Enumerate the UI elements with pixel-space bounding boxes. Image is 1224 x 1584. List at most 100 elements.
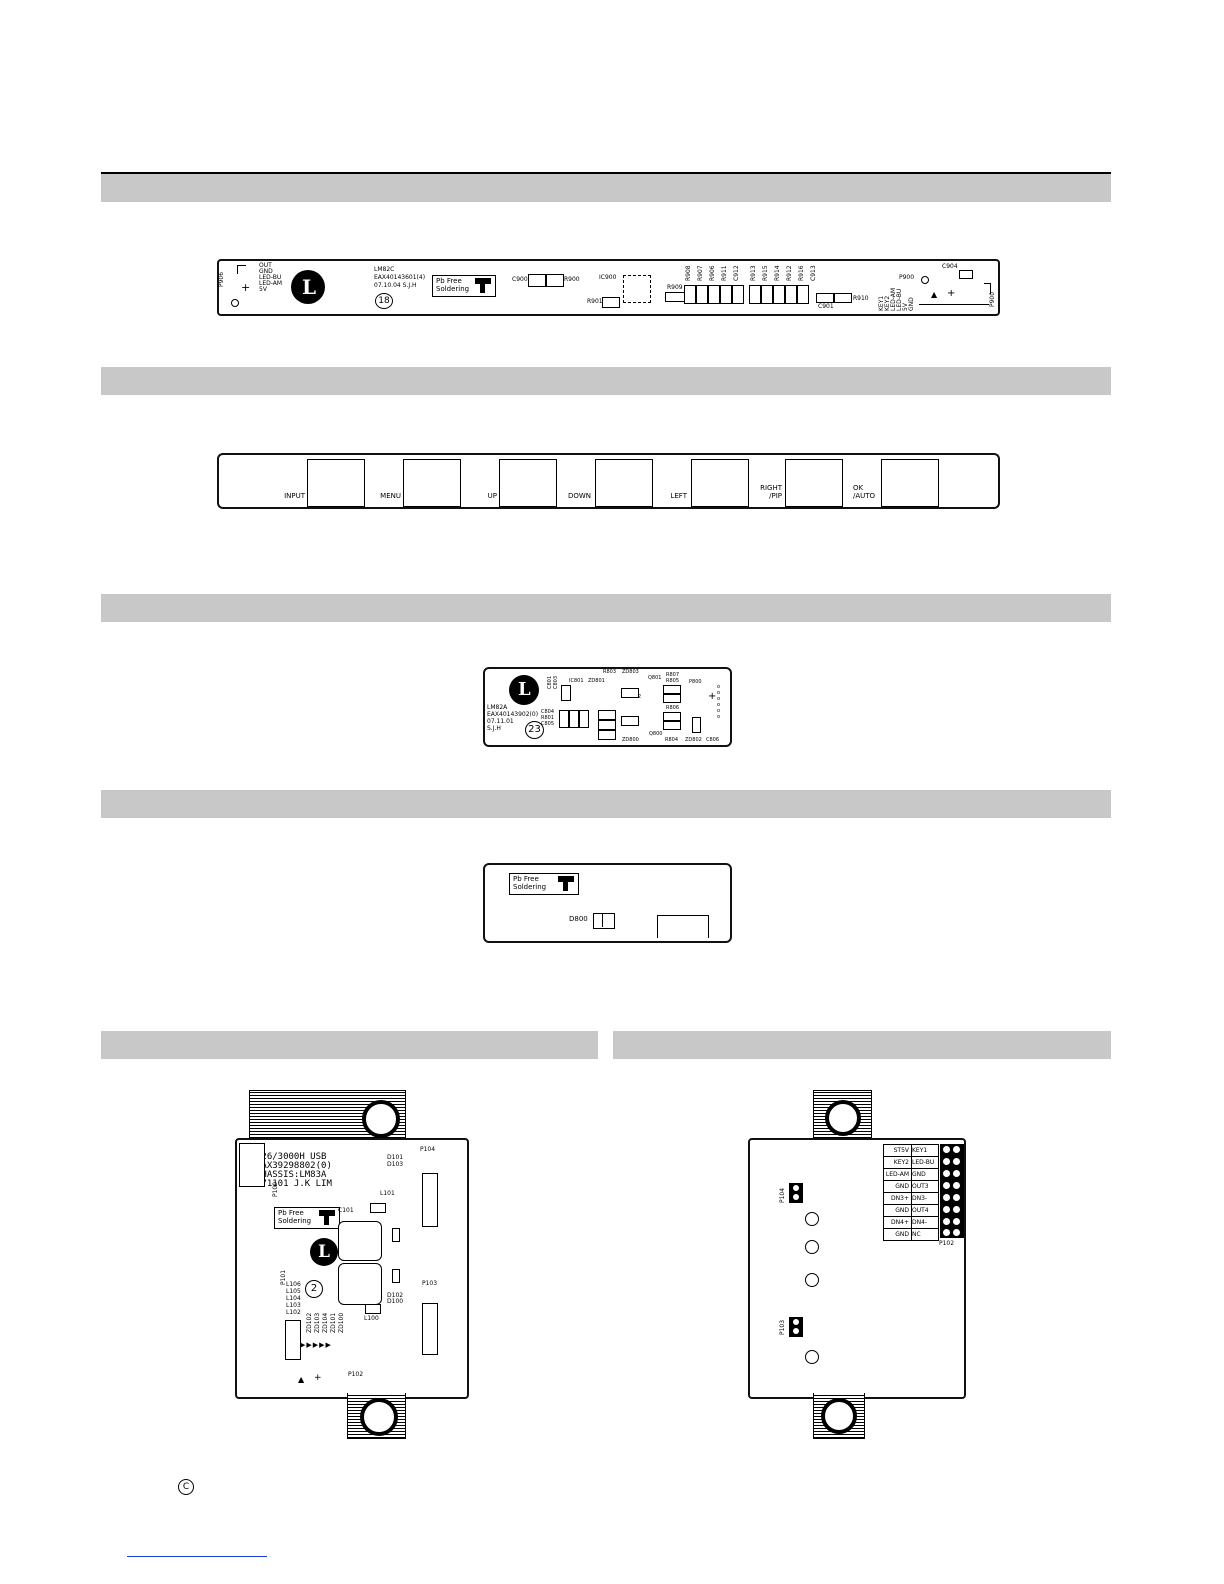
usb-port-2 [338, 1263, 382, 1305]
silk-line [919, 304, 989, 305]
key-label-down: DOWN [567, 492, 591, 500]
ref-c901: C901 [818, 303, 834, 310]
ref-r911: R911 [721, 265, 728, 281]
corner-mark [237, 265, 246, 274]
cap-c804 [559, 710, 569, 728]
cap-c102 [392, 1228, 400, 1242]
diode-row: ▶▶▶▶▶ [300, 1341, 332, 1349]
ref-zd102: ZD102 [306, 1312, 313, 1333]
pin-gnd: GND [911, 1169, 938, 1181]
ref-zd104: ZD104 [322, 1312, 329, 1333]
jumper-p104 [789, 1183, 803, 1203]
ref-l100: L100 [364, 1315, 379, 1322]
ref-r913: R913 [750, 265, 757, 281]
window-outline [657, 915, 709, 938]
key-label-left: LEFT [670, 492, 687, 500]
key-label-up: UP [487, 492, 497, 500]
res-r901 [602, 297, 620, 308]
ref-zd101: ZD101 [330, 1312, 337, 1333]
res-r914 [773, 285, 785, 304]
res-r907 [696, 285, 708, 304]
edge-label-left: P906 [218, 271, 225, 287]
plus-mark: + [314, 1373, 322, 1383]
usb-port-1 [338, 1221, 382, 1261]
pin-header-p102 [940, 1144, 964, 1238]
cap-c912 [732, 285, 744, 304]
res-r910 [834, 293, 852, 303]
ref-p900: P900 [899, 274, 915, 281]
ref-d100: D100 [387, 1298, 404, 1305]
up-button[interactable] [499, 459, 557, 507]
warning-icon: ▲ [298, 1375, 305, 1384]
res-r906 [708, 285, 720, 304]
ref-p104: P104 [420, 1146, 436, 1153]
ref-r807: R807 [666, 672, 680, 678]
cap-c803 [561, 685, 571, 701]
ref-p103: P103 [422, 1280, 438, 1287]
pin-out3: OUT3 [911, 1181, 938, 1193]
mount-hole [921, 276, 929, 284]
res-r913 [749, 285, 761, 304]
connector-p100 [239, 1143, 265, 1187]
lg-logo-icon: L [310, 1238, 338, 1266]
mount-hole-icon [825, 1100, 861, 1136]
via-hole [805, 1212, 819, 1226]
via-hole [805, 1273, 819, 1287]
ref-zd100: ZD100 [338, 1312, 345, 1333]
ref-d102: D102 [387, 1292, 404, 1299]
pin-led-bu: LED-BU [911, 1157, 938, 1169]
menu-button[interactable] [403, 459, 461, 507]
board-number: 23 [525, 721, 544, 739]
ref-l101: L101 [380, 1190, 395, 1197]
ref-q800: Q800 [649, 731, 663, 737]
mount-hole-icon [821, 1398, 857, 1434]
ok-auto-button[interactable] [881, 459, 939, 507]
pin-dn4-minus: DN4- [911, 1217, 938, 1229]
res-r909 [665, 292, 685, 302]
ref-r915: R915 [762, 265, 769, 281]
down-button[interactable] [595, 459, 653, 507]
key-label-menu: MENU [380, 492, 401, 500]
res-r911 [720, 285, 732, 304]
pin-gnd: GND [884, 1181, 911, 1193]
zener-zd801 [621, 688, 639, 698]
res-r802-a [598, 710, 616, 720]
ref-r908: R908 [685, 265, 692, 281]
plus-mark: + [947, 288, 956, 299]
cap-c901 [816, 293, 834, 303]
ref-p100: P100 [272, 1181, 279, 1197]
left-button[interactable] [691, 459, 749, 507]
led-divider [602, 913, 603, 927]
pin-key1: KEY1 [911, 1145, 938, 1157]
ref-ic801: IC801 [569, 678, 584, 684]
key-label-input: INPUT [284, 492, 305, 500]
ref-r909: R909 [667, 284, 683, 291]
pin-nc: NC [911, 1229, 938, 1240]
ref-d103: D103 [387, 1161, 404, 1168]
input-button[interactable] [307, 459, 365, 507]
ref-p103: P103 [779, 1319, 786, 1335]
res-r802-b [598, 720, 616, 730]
edge-label-right: P900 [989, 291, 996, 307]
board-number: 18 [375, 293, 393, 309]
pin-st5v: ST5V [884, 1145, 911, 1157]
inductor-stack [285, 1320, 301, 1360]
ref-d101: D101 [387, 1154, 404, 1161]
ic-ic900 [623, 275, 651, 303]
ref-r901: R901 [587, 298, 603, 305]
pin-key2: KEY2 [884, 1157, 911, 1169]
res-r801 [569, 710, 579, 728]
right-pip-button[interactable] [785, 459, 843, 507]
copyright-icon: C [178, 1479, 194, 1495]
ref-p102: P102 [939, 1240, 955, 1247]
cap-c806 [692, 717, 701, 733]
jumper-p103 [789, 1317, 803, 1337]
res-r912 [785, 285, 797, 304]
